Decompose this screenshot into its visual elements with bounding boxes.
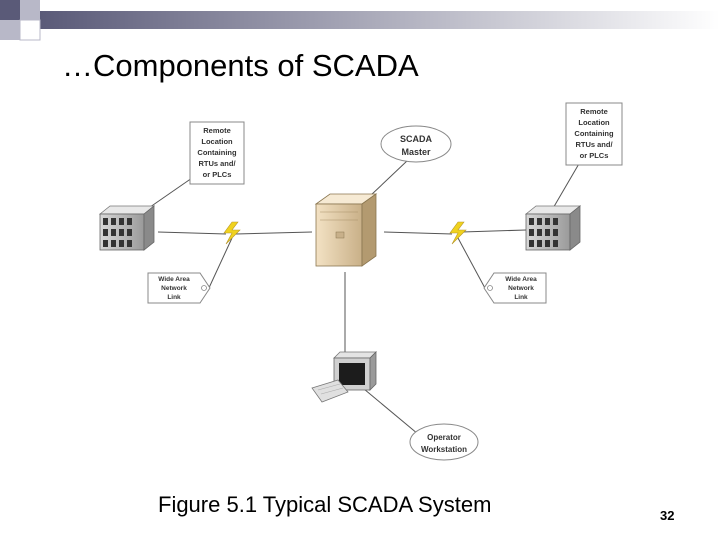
callout-wan-left [207,237,233,291]
remote-location-left-box: Remote Location Containing RTUs and/ or … [189,121,245,185]
corner-square-3 [0,20,20,40]
remote-right-line-3: Containing [574,129,614,138]
remote-building-left-icon [98,205,156,251]
corner-square-4 [19,19,41,41]
callout-operator [357,383,419,435]
operator-workstation-label: Operator Workstation [409,423,479,461]
wan-link-left-tag: Wide Area Network Link [147,272,211,304]
connection-lines [139,159,581,435]
remote-left-line-3: Containing [197,148,237,157]
server-tower-icon [314,193,378,267]
wan-link-right-tag: Wide Area Network Link [483,272,547,304]
link-left-network [157,231,227,235]
remote-building-right-icon [524,205,582,251]
link-right-network [461,229,527,233]
remote-left-line-5: or PLCs [203,170,232,179]
remote-left-line-4: RTUs and/ [198,159,236,168]
link-left-to-master [235,231,313,235]
remote-right-line-2: Location [578,118,610,127]
remote-location-right-box: Remote Location Containing RTUs and/ or … [565,102,623,166]
corner-decoration [0,0,720,41]
wan-left-line-1: Wide Area [158,276,190,283]
figure-caption: Figure 5.1 Typical SCADA System [158,492,492,517]
remote-left-line-2: Location [201,137,233,146]
header-gradient-bar [40,11,720,29]
page-number: 32 [660,508,675,523]
wan-right-line-3: Link [514,294,528,301]
operator-line-2: Workstation [421,445,467,454]
wan-right-line-1: Wide Area [505,276,537,283]
callout-remote-right [551,161,581,211]
lightning-bolt-left-icon [223,221,241,245]
scada-master-line-1: SCADA [400,134,433,144]
scada-master-line-2: Master [401,147,431,157]
remote-right-line-4: RTUs and/ [575,140,613,149]
remote-left-line-1: Remote [203,126,231,135]
wan-left-line-3: Link [167,294,181,301]
remote-right-line-5: or PLCs [580,151,609,160]
link-right-to-master [383,231,453,235]
corner-square-1 [0,0,20,20]
callout-wan-right [457,237,487,291]
remote-right-line-1: Remote [580,107,608,116]
scada-master-label: SCADA Master [380,125,452,163]
callout-master [369,159,409,197]
slide-title: …Components of SCADA [62,48,419,83]
wan-left-line-2: Network [161,285,187,292]
workstation-computer-icon [311,351,377,403]
wan-right-line-2: Network [508,285,534,292]
corner-square-2 [20,0,40,20]
lightning-bolt-right-icon [449,221,467,245]
operator-line-1: Operator [427,433,461,442]
